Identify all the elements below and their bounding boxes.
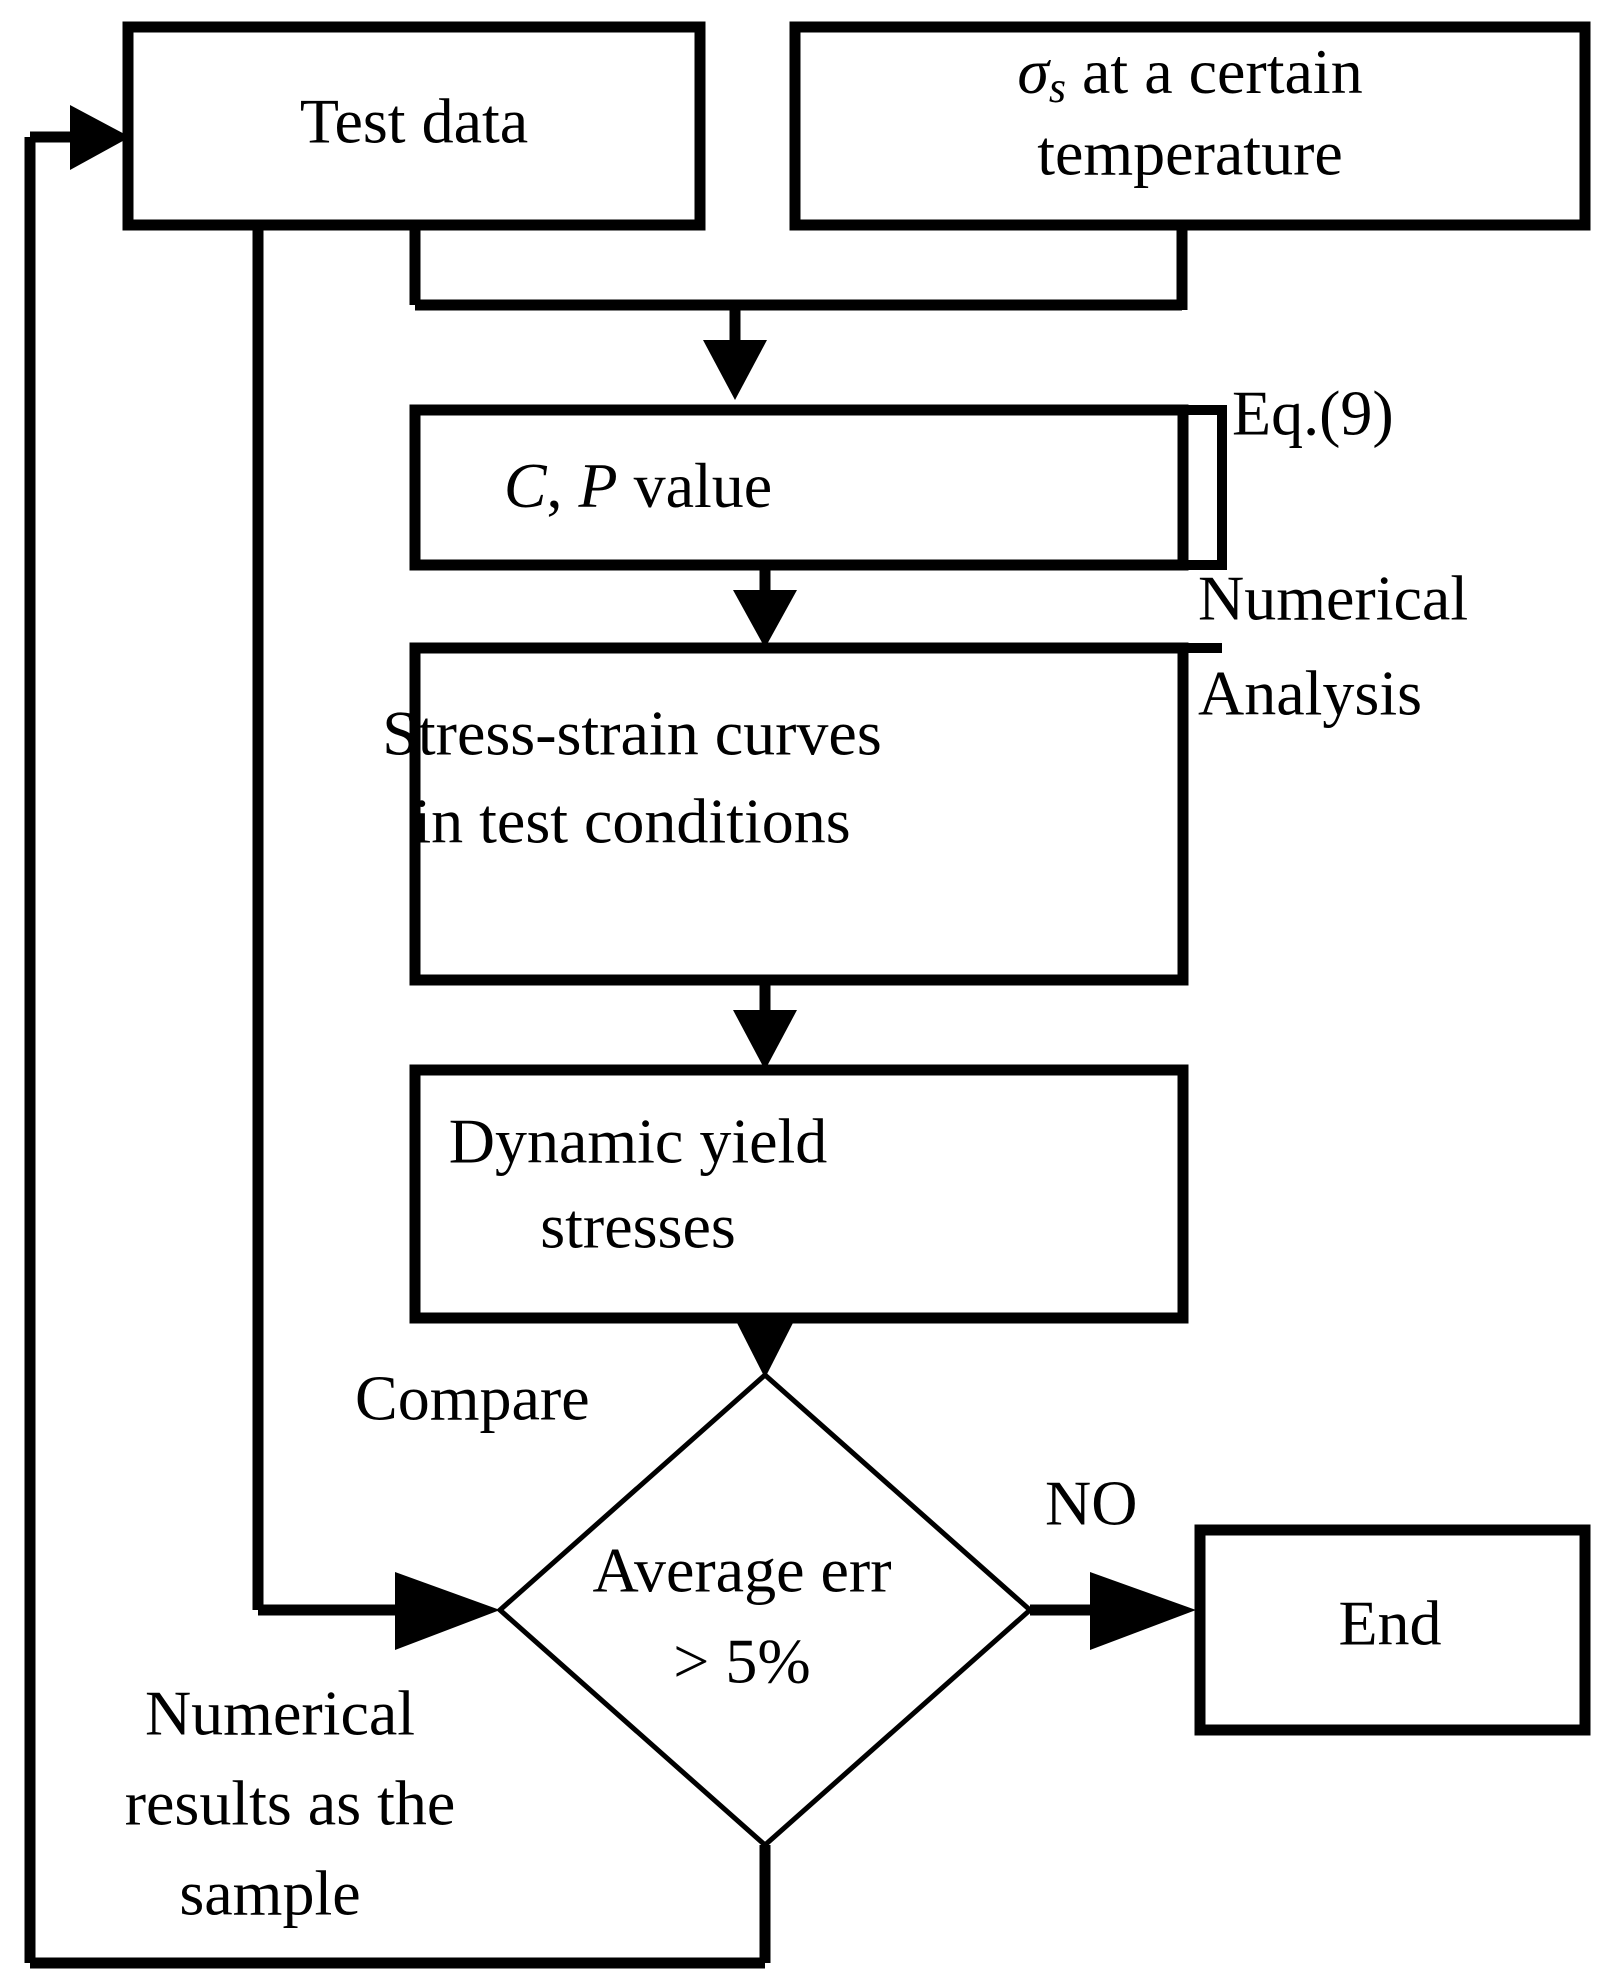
edge-merge-to-cp [703, 305, 767, 400]
cp-symbol-c: C [504, 450, 548, 521]
edge-cp-to-stress-strain [733, 565, 797, 648]
node-layer [122, 21, 1591, 1849]
node-decision-line2: > 5% [673, 1626, 810, 1697]
edge-stress-strain-to-dynamic-yield [733, 980, 797, 1070]
sigma-subscript: s [1049, 63, 1066, 112]
sigma-symbol: σ [1017, 36, 1051, 107]
label-eq9: Eq.(9) [1232, 378, 1394, 449]
node-cp-value-box[interactable] [409, 404, 1189, 571]
node-stress-strain-line2: in test conditions [413, 786, 850, 857]
arrowhead-into-stress-strain [733, 590, 797, 648]
node-test-data-box[interactable] [122, 21, 706, 231]
node-stress-strain-box[interactable] [409, 642, 1189, 986]
label-analysis: Analysis [1198, 658, 1422, 729]
node-end-label: End [1338, 1588, 1441, 1659]
label-feedback-line1: Numerical [145, 1678, 415, 1749]
edge-decision-to-test-data [24, 105, 771, 1969]
label-compare: Compare [355, 1363, 590, 1434]
edge-test-data-to-decision-compare [252, 225, 500, 1650]
arrowhead-into-decision [733, 1315, 797, 1378]
node-dynamic-yield-box[interactable] [409, 1064, 1189, 1324]
node-dynamic-yield-line2: stresses [540, 1191, 736, 1262]
cp-symbol-p: P [578, 450, 618, 521]
arrowhead-into-end [1090, 1572, 1196, 1650]
label-no: NO [1045, 1468, 1137, 1539]
cp-comma: , [547, 450, 563, 521]
node-sigma-s-box[interactable] [789, 21, 1591, 231]
arrowhead-into-cp-value [703, 340, 767, 400]
arrowhead-into-dynamic-yield [733, 1010, 797, 1070]
node-end-box[interactable] [1194, 1524, 1591, 1736]
edge-decision-to-end [1030, 1572, 1196, 1650]
side-bracket-upper [1183, 405, 1227, 570]
edge-test-data-to-merge [409, 225, 1182, 311]
node-sigma-s-line2: temperature [1037, 118, 1343, 189]
edge-dynamic-yield-to-decision [733, 1315, 797, 1378]
label-feedback-line2: results as the [125, 1768, 456, 1839]
node-stress-strain-line1: Stress-strain curves [382, 698, 881, 769]
node-test-data-label: Test data [300, 86, 528, 157]
label-feedback-line3: sample [179, 1858, 360, 1929]
node-decision-diamond[interactable] [496, 1371, 1034, 1849]
sigma-line1-rest: at a certain [1066, 36, 1363, 107]
node-sigma-s-line1: σs at a certain [1017, 36, 1362, 112]
node-cp-value-label: C, P value [504, 450, 772, 521]
connector-layer [24, 105, 1227, 1969]
node-decision-line1: Average err [592, 1535, 891, 1606]
cp-rest: value [618, 450, 773, 521]
arrowhead-into-test-data [70, 105, 130, 170]
text-layer: Test data σs at a certain temperature C,… [125, 36, 1468, 1929]
arrowhead-into-decision-left [395, 1572, 500, 1650]
node-dynamic-yield-line1: Dynamic yield [449, 1106, 828, 1177]
label-numerical: Numerical [1198, 563, 1468, 634]
